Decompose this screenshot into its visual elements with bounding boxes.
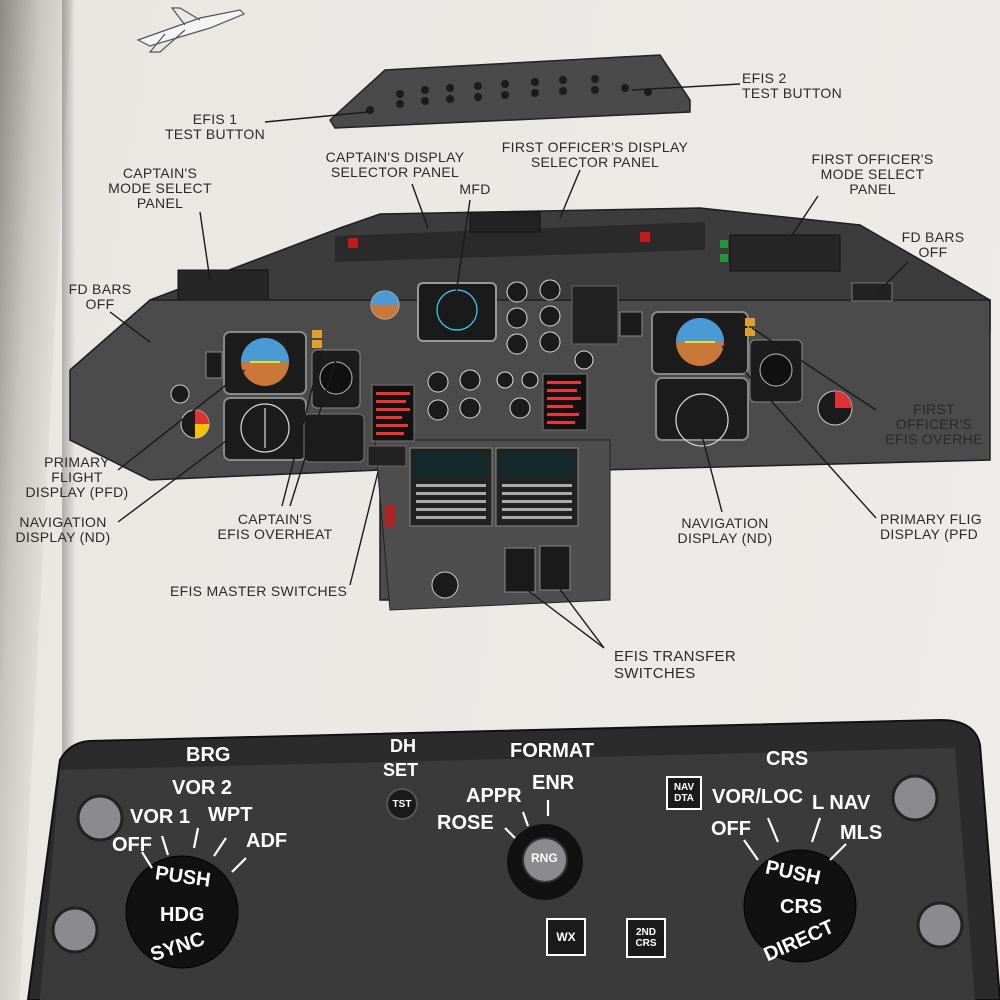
second-crs-button[interactable]: 2ND CRS: [626, 918, 666, 958]
brg-title: BRG: [186, 744, 231, 766]
efis-transfer-switch-right: [539, 545, 571, 591]
nav-dta-label-1: NAV: [673, 782, 695, 793]
mfd-screen: [417, 282, 497, 342]
crs-title: CRS: [766, 748, 809, 770]
dh-set-label: SET: [383, 760, 419, 780]
callout-fo-mode-select: FIRST OFFICER'S MODE SELECT PANEL: [811, 151, 934, 197]
wx-button[interactable]: WX: [546, 918, 586, 956]
callout-fd-bars-off-right: FD BARS OFF: [901, 229, 965, 260]
brg-option-vor1: VOR 1: [130, 806, 191, 828]
callout-efis-master-switches: EFIS MASTER SWITCHES: [170, 583, 348, 599]
crs-knob-crs-label: CRS: [780, 896, 823, 918]
crs-knob: [743, 849, 857, 963]
crs-option-mls: MLS: [840, 822, 883, 844]
callout-fo-efis-overheat: FIRST OFFICER'S EFIS OVERHE: [885, 401, 983, 447]
format-option-appr: APPR: [466, 785, 522, 807]
callout-nd-center: NAVIGATION DISPLAY (ND): [677, 515, 773, 546]
crs-option-vorloc: VOR/LOC: [712, 786, 804, 808]
callout-fo-display-selector: FIRST OFFICER'S DISPLAY SELECTOR PANEL: [501, 139, 689, 170]
dh-title: DH: [390, 736, 416, 756]
second-crs-label-1: 2ND: [635, 927, 656, 938]
airplane-icon: [136, 7, 246, 53]
brg-option-adf: ADF: [246, 830, 288, 852]
nav-dta-button[interactable]: NAV DTA: [666, 776, 702, 810]
format-option-enr: ENR: [532, 772, 575, 794]
callout-captain-display-selector: CAPTAIN'S DISPLAY SELECTOR PANEL: [325, 149, 465, 180]
brg-option-vor2: VOR 2: [172, 777, 233, 799]
format-title: FORMAT: [510, 740, 595, 762]
brg-option-wpt: WPT: [208, 804, 253, 826]
panel-screw-icons: [51, 774, 964, 954]
rng-knob: [522, 837, 568, 883]
callout-pfd-left: PRIMARY FLIGHT DISPLAY (PFD): [25, 454, 129, 500]
efis-transfer-switch-left: [504, 547, 536, 593]
nav-dta-label-2: DTA: [674, 793, 694, 804]
dh-test-button[interactable]: TST: [386, 788, 418, 820]
callout-efis1-test-button: EFIS 1 TEST BUTTON: [164, 111, 265, 142]
hdg-knob-hdg-label: HDG: [160, 904, 205, 926]
callout-captain-efis-overheat: CAPTAIN'S EFIS OVERHEAT: [217, 511, 333, 542]
fo-mode-select-panel: [729, 234, 841, 272]
callout-efis2-test-button: EFIS 2 TEST BUTTON: [742, 70, 843, 101]
overhead-test-panel: [329, 54, 691, 129]
callout-mfd: MFD: [459, 181, 491, 197]
callout-captain-mode-select: CAPTAIN'S MODE SELECT PANEL: [108, 165, 212, 211]
callout-pfd-right: PRIMARY FLIG DISPLAY (PFD: [880, 511, 982, 542]
hdg-knob: [125, 855, 239, 969]
crs-option-off: OFF: [711, 818, 751, 840]
crs-option-lnav: L NAV: [812, 792, 871, 814]
second-crs-label-2: CRS: [635, 938, 657, 949]
format-option-rose: ROSE: [437, 812, 494, 834]
callout-nd-left: NAVIGATION DISPLAY (ND): [15, 514, 111, 545]
rng-knob-label[interactable]: RNG: [531, 851, 558, 865]
brg-option-off: OFF: [112, 834, 152, 856]
callout-fd-bars-off-left: FD BARS OFF: [68, 281, 132, 312]
callout-efis-transfer-switches: EFIS TRANSFER SWITCHES: [614, 648, 736, 682]
